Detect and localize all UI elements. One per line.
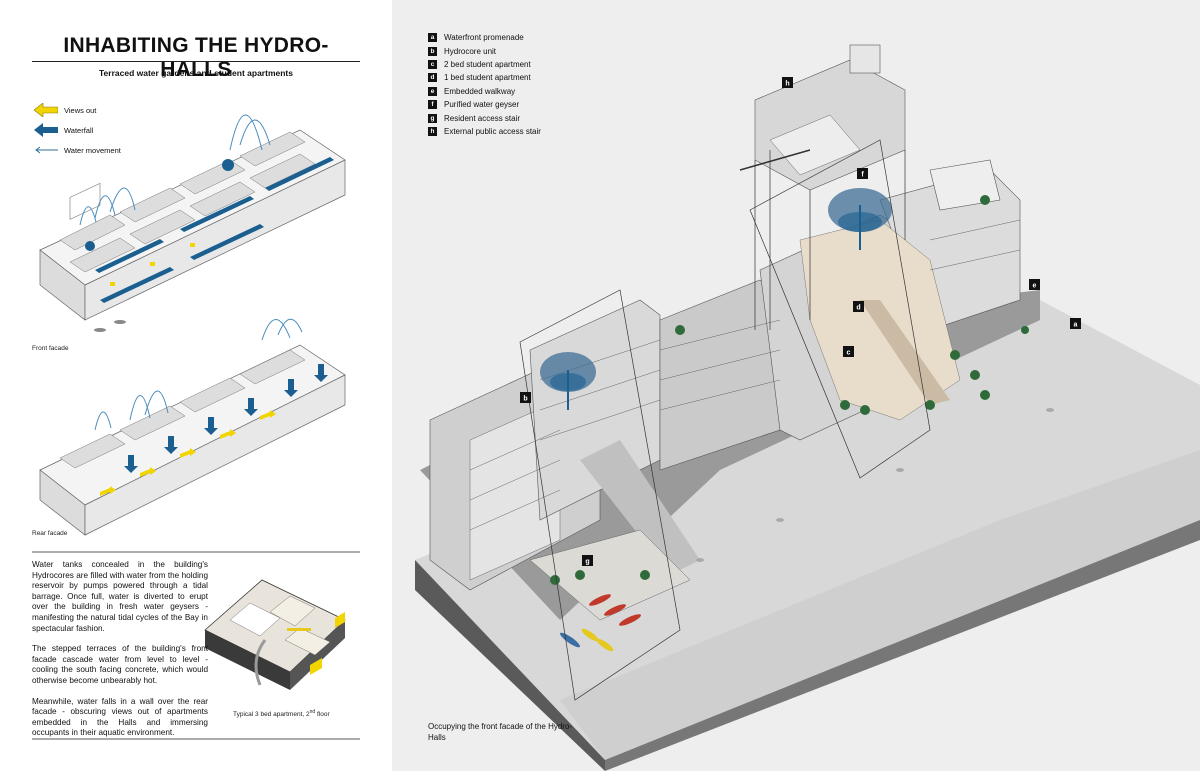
legend-label: 1 bed student apartment (444, 73, 531, 83)
legend-key: f (428, 100, 437, 110)
legend-label: Embedded walkway (444, 86, 516, 96)
waterfront-slab (415, 300, 1200, 771)
legend-item: d 1 bed student apartment (428, 71, 541, 84)
legend-key: e (428, 86, 437, 96)
marker-c: c (843, 346, 854, 357)
rear-facade-diagram (39, 318, 346, 536)
legend-item: f Purified water geyser (428, 98, 541, 111)
svg-text:c: c (847, 350, 851, 357)
blue-arrow-icon (34, 123, 58, 137)
water-geyser-b (540, 352, 596, 410)
svg-text:f: f (861, 172, 864, 179)
legend-key: h (428, 126, 437, 136)
drawing-caption: Occupying the front facade of the Hydro-… (428, 722, 573, 742)
apartment-caption-suffix: floor (315, 711, 330, 719)
thin-arrow-icon (35, 146, 58, 154)
legend-label: External public access stair (444, 126, 541, 136)
legend-key: d (428, 73, 437, 83)
legend-label: Water movement (64, 145, 121, 155)
svg-text:a: a (1074, 322, 1078, 329)
apartment-caption-sup: nd (309, 709, 316, 715)
svg-text:g: g (585, 559, 589, 566)
legend-views-out: Views out (34, 100, 121, 120)
rear-facade-caption: Rear facade (32, 530, 68, 537)
svg-text:e: e (1033, 283, 1037, 290)
marker-a: a (1070, 318, 1081, 329)
legend-water-movement: Water movement (34, 140, 121, 160)
legend-label: Waterfront promenade (444, 33, 524, 43)
description-text: Water tanks concealed in the building's … (32, 560, 208, 749)
page-title: INHABITING THE HYDRO-HALLS (63, 34, 329, 81)
paragraph: Meanwhile, water falls in a wall over th… (32, 696, 208, 738)
legend-label: Resident access stair (444, 113, 521, 123)
marker-d: d (853, 301, 864, 312)
water-legend: Views out Waterfall Water movement (34, 100, 121, 160)
legend-item: e Embedded walkway (428, 85, 541, 98)
apartment-caption-text: Typical 3 bed apartment, 2 (233, 711, 310, 719)
legend-label: Waterfall (64, 125, 94, 135)
legend-item: b Hydrocore unit (428, 44, 541, 57)
legend-label: Views out (64, 105, 97, 115)
legend-waterfall: Waterfall (34, 120, 121, 140)
svg-text:d: d (856, 305, 860, 312)
marker-b: b (520, 392, 531, 403)
marker-e: e (1029, 279, 1040, 290)
water-geyser-f (828, 188, 892, 250)
legend-key: c (428, 59, 437, 69)
legend-label: Purified water geyser (444, 100, 520, 110)
yellow-arrow-icon (34, 103, 58, 117)
page-subtitle: Terraced water gardens and student apart… (99, 68, 293, 78)
legend-key: g (428, 113, 437, 123)
facade-diagrams (32, 114, 360, 740)
legend-label: Hydrocore unit (444, 46, 497, 56)
front-facade-caption: Front facade (32, 345, 69, 352)
paragraph: The stepped terraces of the building's f… (32, 644, 208, 685)
legend-key: a (428, 33, 437, 43)
exploded-stair-module (739, 44, 906, 191)
legend-item: c 2 bed student apartment (428, 58, 541, 71)
building-mass (420, 159, 1054, 652)
legend-label: 2 bed student apartment (444, 59, 531, 69)
marker-f: f (857, 168, 868, 179)
apartment-caption: Typical 3 bed apartment, 2nd floor (233, 709, 330, 718)
svg-text:h: h (785, 81, 789, 88)
legend-item: a Waterfront promenade (428, 31, 541, 44)
svg-text:b: b (523, 396, 527, 403)
front-facade-diagram (39, 114, 346, 332)
legend-key: b (428, 46, 437, 56)
title-rule (32, 61, 360, 62)
palm-trees (550, 195, 1029, 585)
apartment-cutaway-diagram (204, 579, 346, 690)
marker-g: g (582, 555, 593, 566)
callout-frames (519, 139, 931, 701)
boats (560, 594, 641, 652)
paragraph: Water tanks concealed in the building's … (32, 560, 208, 633)
legend-item: h External public access stair (428, 125, 541, 138)
legend-item: g Resident access stair (428, 111, 541, 124)
marker-h: h (782, 77, 793, 88)
